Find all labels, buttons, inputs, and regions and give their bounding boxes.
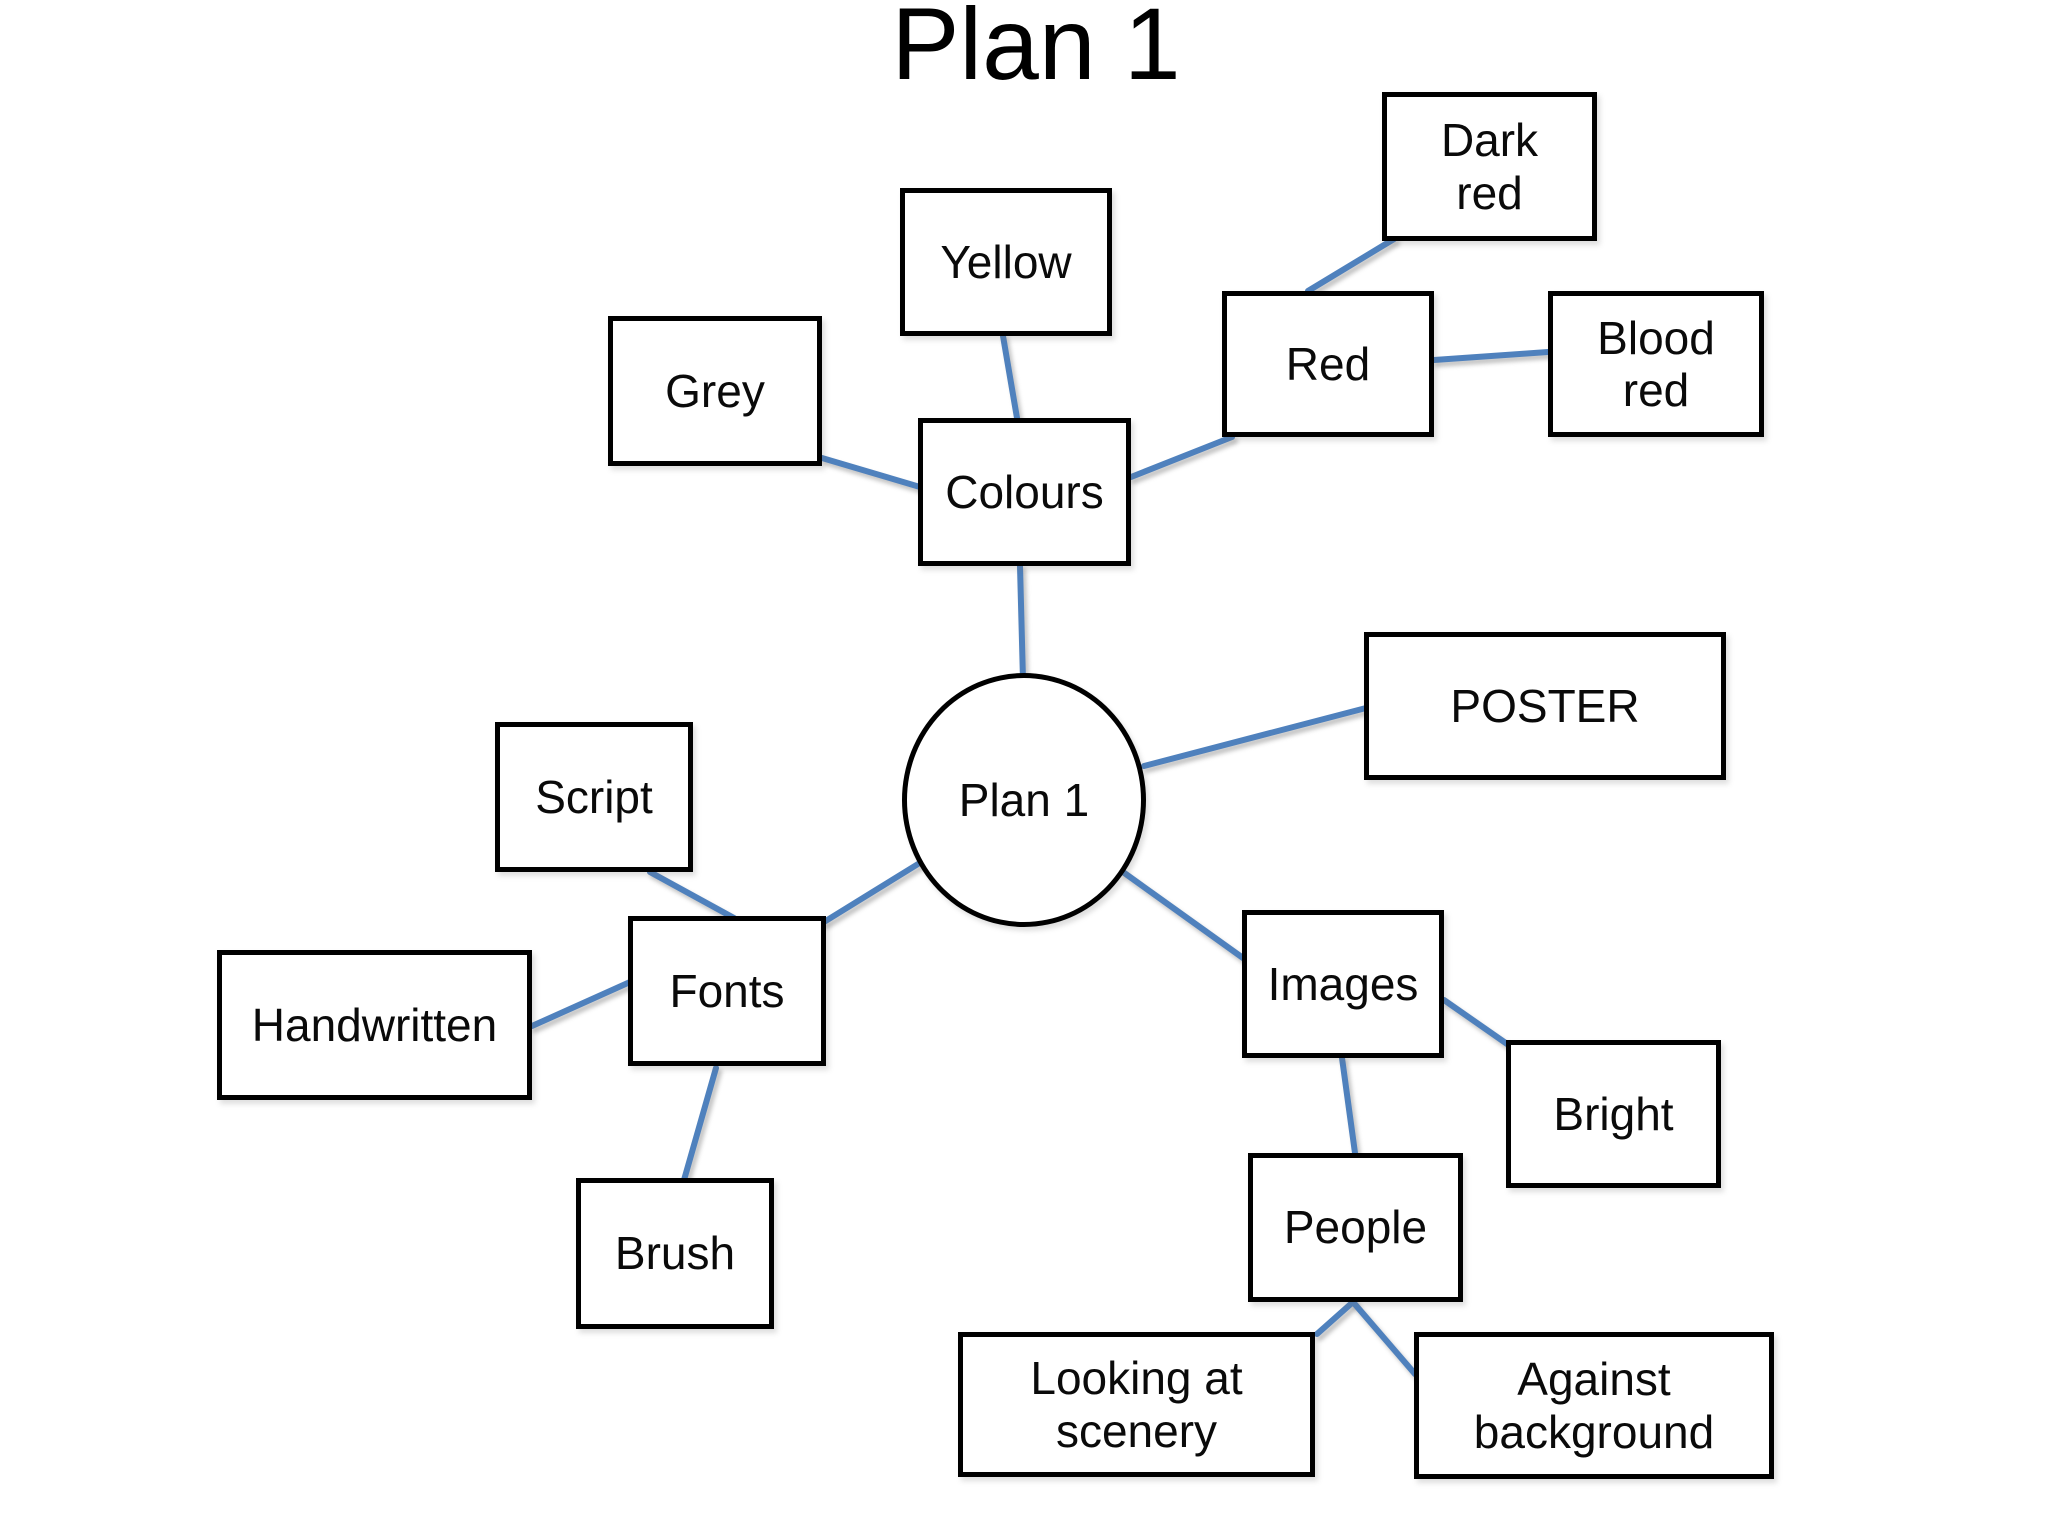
node-label-red: Red [1285, 337, 1371, 390]
diagram-title: Plan 1 [891, 0, 1181, 101]
node-label-handwritten: Handwritten [251, 998, 498, 1051]
node-label-blood-red: Blood red [1597, 311, 1715, 416]
connector-fonts-brush [681, 1065, 719, 1183]
connector-colours-plan1 [1017, 563, 1026, 683]
node-label-colours: Colours [945, 465, 1104, 518]
node-yellow: Yellow [900, 188, 1112, 336]
connector-images-bright [1441, 997, 1513, 1049]
connector-people-looking-at-scenery [1314, 1299, 1356, 1337]
connector-handwritten-fonts [529, 979, 633, 1029]
node-looking-at-scenery: Looking at scenery [958, 1332, 1315, 1477]
connector-colours-red [1128, 434, 1235, 480]
node-script: Script [495, 722, 693, 872]
node-brush: Brush [576, 1178, 774, 1329]
node-poster: POSTER [1364, 632, 1726, 780]
node-bright: Bright [1506, 1040, 1721, 1188]
connector-script-fonts [647, 869, 737, 921]
node-plan1: Plan 1 [902, 673, 1146, 927]
node-fonts: Fonts [628, 916, 826, 1066]
connector-plan1-images [1120, 869, 1246, 961]
node-label-fonts: Fonts [669, 964, 785, 1017]
node-label-looking-at-scenery: Looking at scenery [1030, 1352, 1243, 1457]
node-against-background: Against background [1414, 1332, 1774, 1479]
connector-yellow-colours [1000, 333, 1020, 421]
connector-plan1-fonts [821, 861, 921, 925]
node-label-dark-red: Dark red [1440, 114, 1539, 219]
node-people: People [1248, 1153, 1463, 1302]
node-handwritten: Handwritten [217, 950, 532, 1100]
node-label-grey: Grey [665, 364, 765, 417]
node-label-yellow: Yellow [940, 235, 1072, 288]
node-images: Images [1242, 910, 1444, 1058]
connector-plan1-poster [1141, 705, 1369, 769]
node-label-people: People [1283, 1201, 1428, 1254]
connector-images-people [1339, 1055, 1358, 1156]
node-label-brush: Brush [614, 1227, 736, 1280]
connector-grey-colours [819, 455, 923, 490]
node-label-against-background: Against background [1473, 1353, 1715, 1458]
connector-red-blood-red [1431, 349, 1551, 363]
node-blood-red: Blood red [1548, 291, 1764, 437]
node-red: Red [1222, 291, 1434, 437]
node-label-plan1: Plan 1 [958, 773, 1090, 826]
node-label-poster: POSTER [1450, 679, 1640, 732]
node-dark-red: Dark red [1382, 92, 1597, 241]
node-colours: Colours [918, 418, 1131, 566]
node-label-bright: Bright [1553, 1087, 1674, 1140]
node-label-script: Script [535, 770, 653, 823]
connector-people-against-background [1350, 1299, 1418, 1377]
node-label-images: Images [1267, 957, 1419, 1010]
node-grey: Grey [608, 316, 822, 466]
connector-red-dark-red [1305, 236, 1397, 294]
